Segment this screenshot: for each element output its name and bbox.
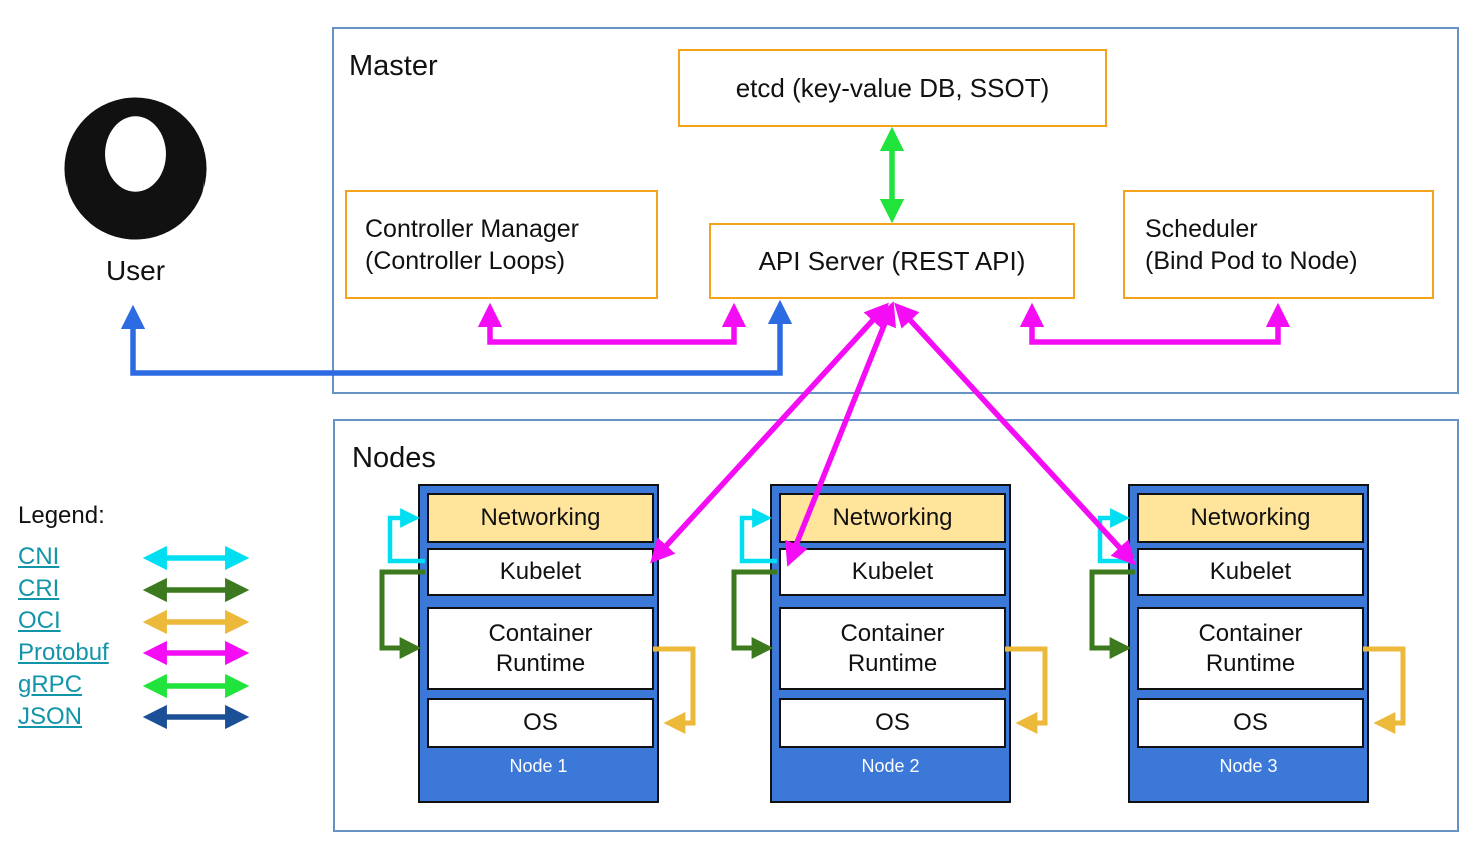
legend-link-grpc[interactable]: gRPC — [18, 671, 83, 698]
nodes-title: Nodes — [352, 442, 436, 474]
node-1-os-box: OS — [427, 698, 654, 748]
node-3-networking-box: Networking — [1137, 493, 1364, 543]
cni-arrow — [387, 508, 425, 564]
node-1-protocol-arrows — [379, 508, 696, 735]
node-3-container-runtime-box: Container Runtime — [1137, 607, 1364, 690]
node-2-name: Node 2 — [861, 756, 920, 776]
node-2: Networking Kubelet Container Runtime OS … — [720, 484, 1061, 803]
node-1-kubelet-box: Kubelet — [427, 548, 654, 596]
node-2-container-runtime-box: Container Runtime — [779, 607, 1006, 690]
node-3: Networking Kubelet Container Runtime OS … — [1078, 484, 1419, 803]
cri-arrow — [379, 569, 425, 660]
api-server-box: API Server (REST API) — [709, 223, 1075, 299]
scheduler-line2: (Bind Pod to Node) — [1145, 246, 1358, 275]
controller-manager-line2: (Controller Loops) — [365, 246, 566, 275]
node-1-container: Networking Kubelet Container Runtime OS … — [418, 484, 659, 803]
node-2-protocol-arrows — [731, 508, 1048, 735]
node-3-protocol-arrows — [1089, 508, 1406, 735]
controller-manager-line1: Controller Manager — [365, 214, 579, 243]
legend-link-protobuf[interactable]: Protobuf — [18, 639, 109, 666]
legend-link-oci[interactable]: OCI — [18, 607, 61, 634]
legend-title: Legend: — [18, 502, 105, 529]
node-1: Networking Kubelet Container Runtime OS … — [368, 484, 709, 803]
node-1-container-runtime-box: Container Runtime — [427, 607, 654, 690]
oci-arrow — [1363, 646, 1406, 735]
user-avatar-icon — [64, 97, 207, 240]
node-3-container: Networking Kubelet Container Runtime OS … — [1128, 484, 1369, 803]
cni-arrow — [1097, 508, 1135, 564]
controller-manager-box: Controller Manager (Controller Loops) — [345, 190, 658, 299]
legend-link-json[interactable]: JSON — [18, 703, 83, 730]
cri-arrow — [1089, 569, 1135, 660]
master-title: Master — [349, 50, 438, 82]
node-1-networking-box: Networking — [427, 493, 654, 543]
oci-arrow — [653, 646, 696, 735]
node-3-name: Node 3 — [1219, 756, 1278, 776]
node-1-name: Node 1 — [509, 756, 568, 776]
node-2-os-box: OS — [779, 698, 1006, 748]
legend-link-cni[interactable]: CNI — [18, 543, 60, 570]
cni-arrow — [739, 508, 777, 564]
cri-arrow — [731, 569, 777, 660]
legend-link-cri[interactable]: CRI — [18, 575, 60, 602]
node-3-kubelet-box: Kubelet — [1137, 548, 1364, 596]
node-3-os-box: OS — [1137, 698, 1364, 748]
scheduler-line1: Scheduler — [1145, 214, 1258, 243]
user-label: User — [105, 255, 166, 286]
scheduler-box: Scheduler (Bind Pod to Node) — [1123, 190, 1434, 299]
etcd-box: etcd (key-value DB, SSOT) — [678, 49, 1107, 127]
oci-arrow — [1005, 646, 1048, 735]
